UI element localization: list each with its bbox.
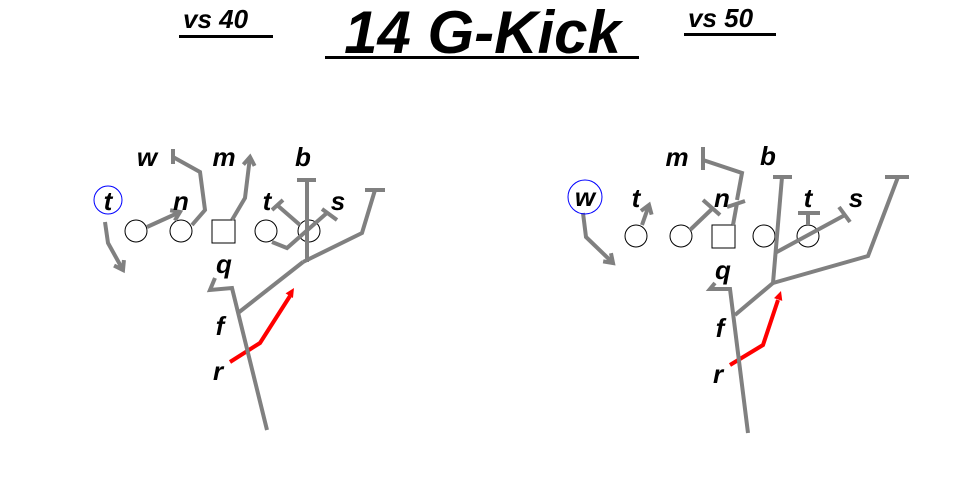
lineman-circle [669,224,693,248]
offense-r: r [213,356,225,386]
route-f [733,281,775,317]
motion-circle [93,185,123,215]
route-r-highlight [728,299,780,367]
route-q [206,277,269,431]
route-f [236,260,305,315]
lineman-circle [624,224,648,248]
defender-m: m [212,142,235,172]
center-square [711,224,736,249]
lineman-circle [124,219,148,243]
route-q [705,281,750,434]
right-formation: m b w t n t s q f r [567,141,909,434]
defender-t: t [804,183,814,213]
route-m [702,158,745,201]
route-b [771,176,784,284]
defender-m: m [665,142,688,172]
left-caption-underline [179,35,273,38]
lineman-circle [169,219,193,243]
play-title: 14 G-Kick [344,0,621,66]
route-w [172,155,208,227]
defender-t: t [632,183,642,213]
lineman-circle [752,224,776,248]
offense-q: q [216,249,232,279]
defender-t-motion: t [104,186,114,216]
route-t [640,204,651,226]
offense-f: f [716,313,727,343]
defender-b: b [760,141,776,171]
offense-f: f [216,311,227,341]
defender-s: s [331,186,345,216]
left-caption: vs 40 [183,4,249,34]
defender-b: b [295,142,311,172]
center-square [211,219,236,244]
defender-s: s [849,183,863,213]
lineman-circle [254,219,278,243]
motion-route [103,221,125,271]
route-t2 [688,206,715,232]
red-arrowhead [774,291,783,301]
defender-w: w [137,142,159,172]
route-t [275,203,302,227]
offense-q: q [715,255,731,285]
defender-n: n [173,186,189,216]
title-underline [325,56,639,59]
route-m [230,156,252,222]
right-caption-underline [684,33,776,36]
block-bar [320,207,339,222]
route-s [302,189,377,264]
motion-route [581,212,615,265]
route-n [731,202,739,226]
red-arrowhead [285,288,294,298]
defender-n: n [714,183,730,213]
offense-r: r [713,359,725,389]
route-r-highlight [228,294,292,364]
defender-t: t [263,186,273,216]
right-caption: vs 50 [688,3,754,33]
defender-w-motion: w [575,182,597,212]
route-t2 [271,210,330,251]
route-s [774,213,846,255]
route-n [146,210,181,229]
motion-circle [567,179,603,215]
left-formation: w m b t n t s q f r [93,142,385,431]
route-far [772,176,900,285]
